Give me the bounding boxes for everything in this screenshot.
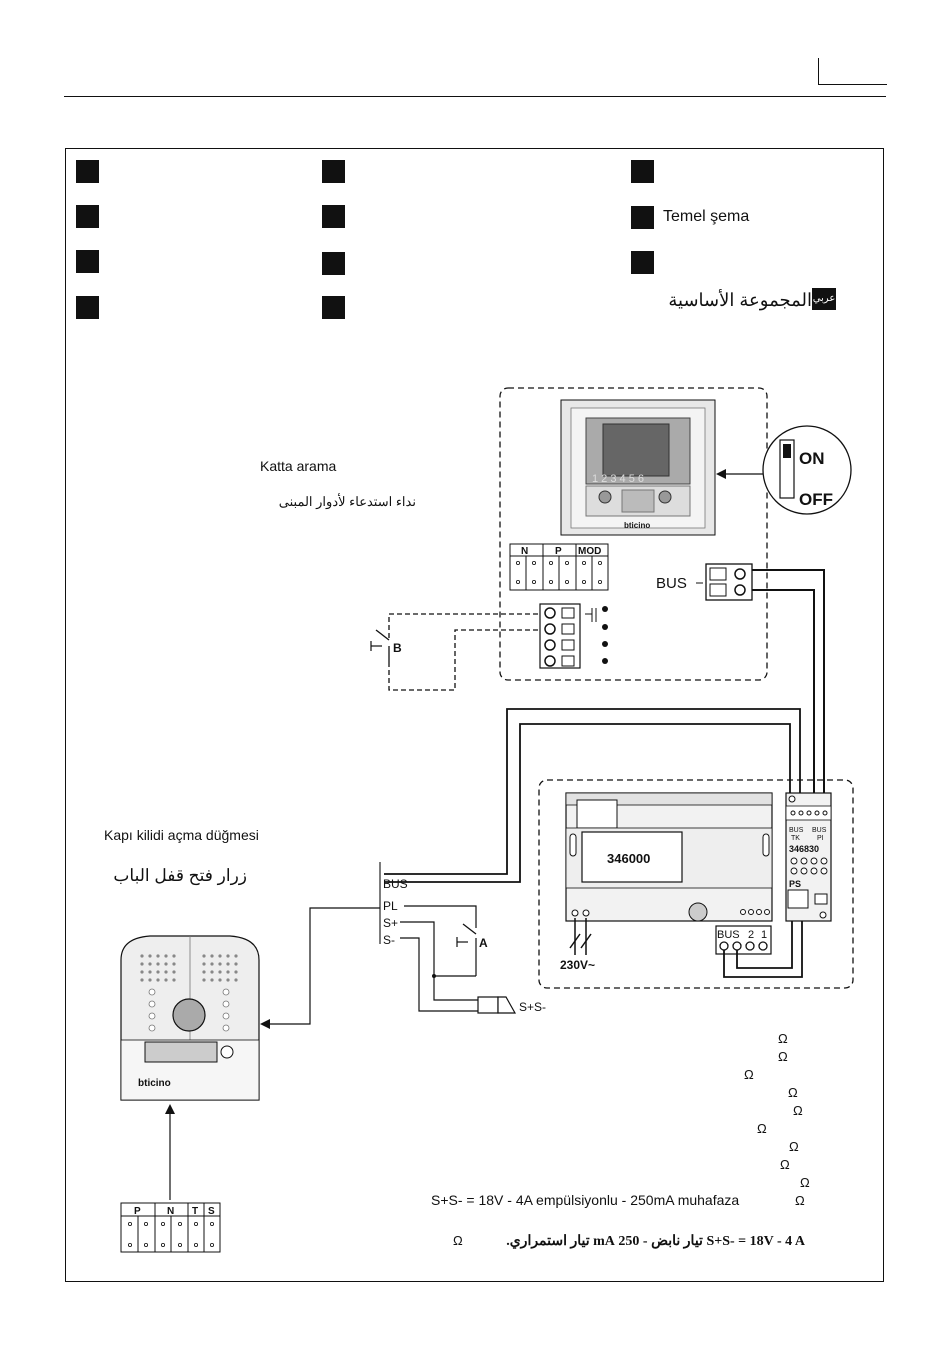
svg-text:T: T [192, 1206, 198, 1217]
lang-square [76, 160, 99, 183]
page-tab-mark [818, 58, 887, 85]
switch-b-label: B [393, 641, 402, 655]
panel-brand: bticino [138, 1078, 171, 1089]
camera-lens [172, 998, 206, 1032]
svg-text:Ω: Ω [780, 1157, 790, 1172]
svg-text:Ω: Ω [800, 1175, 810, 1190]
svg-text:Ω: Ω [793, 1103, 803, 1118]
call-button [220, 1045, 234, 1059]
sub-code: 346830 [789, 844, 819, 854]
floor-call-terminals [539, 603, 608, 669]
spec-ar: S+S- = 18V - 4 A تيار نابض - 250 mA تيار… [506, 1234, 805, 1249]
svg-text:MOD: MOD [578, 546, 601, 557]
svg-text:S-: S- [383, 933, 395, 947]
monitor-zone [499, 387, 768, 681]
panel-terminal-labels: BUS PL S+ S- [379, 862, 408, 947]
lock-label: S+S- [519, 1000, 546, 1014]
lang-square [631, 160, 654, 183]
svg-text:PI: PI [817, 835, 824, 842]
psu-output-terminals: BUS 2 1 [715, 925, 772, 955]
svg-text:Ω: Ω [795, 1193, 805, 1208]
floor-switch-b: B [370, 613, 538, 691]
door-lock: S+S- [477, 996, 546, 1014]
monitor-keys: 1 2 3 4 5 6 [592, 473, 644, 485]
entrance-panel: bticino [120, 935, 260, 1101]
floor-call-ar: نداء استدعاء لأدوار المبنى [278, 494, 416, 509]
svg-text:P: P [134, 1206, 141, 1217]
svg-text:S: S [208, 1206, 215, 1217]
svg-text:2: 2 [748, 929, 754, 941]
power-supply-346000: 346000 [565, 792, 773, 922]
svg-text:Ω: Ω [789, 1139, 799, 1154]
psu-code: 346000 [607, 851, 650, 866]
lang-square [76, 205, 99, 228]
svg-text:N: N [521, 546, 528, 557]
interface-346830: BUS BUS TK PI 346830 PS [785, 792, 832, 922]
svg-text:PS: PS [789, 879, 801, 889]
monitor-terminal-block: N P MOD [509, 543, 609, 591]
power-zone [538, 779, 854, 989]
diagram-frame [65, 148, 884, 1282]
mains-input: 230V~ [560, 918, 595, 972]
on-label: ON [799, 449, 825, 468]
monitor-key-icon [598, 490, 612, 504]
svg-text:Ω: Ω [453, 1233, 463, 1248]
speaker-grille [621, 489, 655, 513]
lang-square [322, 296, 345, 319]
lang-square [322, 205, 345, 228]
lang-square [631, 206, 654, 229]
omega-column: Ω Ω Ω Ω Ω Ω Ω Ω Ω Ω Ω [453, 1031, 810, 1248]
svg-text:PL: PL [383, 899, 398, 913]
svg-text:Ω: Ω [778, 1049, 788, 1064]
off-label: OFF [799, 490, 833, 509]
svg-text:Ω: Ω [788, 1085, 798, 1100]
svg-text:Ω: Ω [778, 1031, 788, 1046]
lang-square [322, 160, 345, 183]
svg-text:N: N [167, 1206, 174, 1217]
title-tr: Temel şema [663, 208, 750, 225]
svg-text:Ω: Ω [744, 1067, 754, 1082]
lang-square [76, 296, 99, 319]
floor-call-tr: Katta arama [260, 458, 337, 474]
svg-text:BUS: BUS [789, 827, 804, 834]
svg-text:BUS: BUS [383, 877, 408, 891]
svg-text:BUS: BUS [812, 827, 827, 834]
svg-text:Ω: Ω [757, 1121, 767, 1136]
arabic-badge: عربي [812, 288, 836, 310]
svg-text:TK: TK [791, 835, 800, 842]
video-monitor: 1 2 3 4 5 6 bticino [560, 399, 716, 536]
svg-text:S+: S+ [383, 916, 398, 930]
svg-text:P: P [555, 546, 562, 557]
panel-terminal-block: P N T S [120, 1202, 221, 1253]
svg-text:BUS: BUS [717, 929, 740, 941]
spec-tr: S+S- = 18V - 4A empülsiyonlu - 250mA muh… [431, 1192, 740, 1208]
bus-label: BUS [656, 575, 687, 592]
switch-a-label: A [479, 936, 488, 950]
header-rule [64, 96, 886, 97]
lang-square [631, 251, 654, 274]
door-button-tr: Kapı kilidi açma düğmesi [104, 827, 259, 843]
svg-text:1: 1 [761, 929, 767, 941]
door-button-ar: زرار فتح قفل الباب [113, 866, 247, 885]
on-off-switch: ON OFF [762, 425, 852, 515]
monitor-brand: bticino [624, 521, 650, 530]
title-ar: المجموعة الأساسية [668, 290, 812, 310]
lang-square [322, 252, 345, 275]
mains-label: 230V~ [560, 958, 595, 972]
bus-connector [705, 563, 753, 601]
monitor-key-icon [658, 490, 672, 504]
lang-square [76, 250, 99, 273]
